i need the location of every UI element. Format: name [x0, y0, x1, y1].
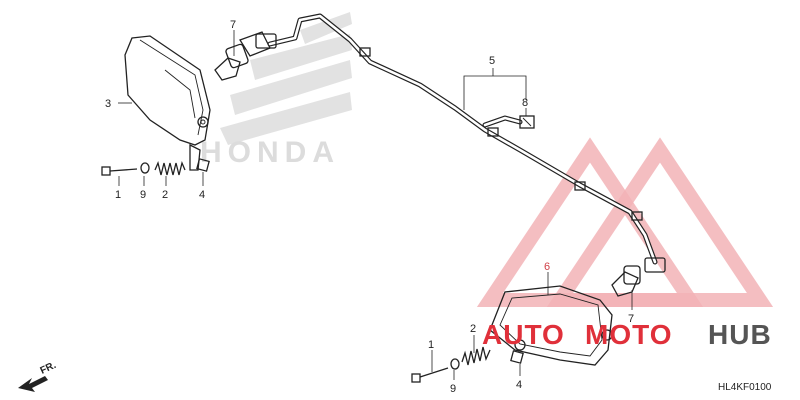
bolt-lower	[411, 367, 449, 383]
wire-clip	[519, 115, 535, 129]
watermark-logo	[476, 137, 774, 307]
nut-upper	[196, 158, 210, 172]
callout-8: 8	[522, 97, 528, 109]
bulb-socket-lower	[611, 265, 641, 297]
washer-upper	[140, 162, 150, 174]
callout-7-lower: 7	[628, 313, 634, 325]
front-indicator: FR.	[39, 360, 58, 377]
leader-lines	[118, 30, 633, 380]
honda-logo-text: HONDA	[200, 136, 340, 169]
callout-9-lower: 9	[450, 383, 456, 395]
callout-4-upper: 4	[199, 189, 205, 201]
watermark-part3: HUB	[708, 319, 772, 350]
callout-7-upper: 7	[230, 19, 236, 31]
callout-1-lower: 1	[428, 339, 434, 351]
diagram-code: HL4KF0100	[718, 382, 772, 393]
spring-lower	[461, 346, 491, 366]
front-arrow-icon	[18, 376, 48, 392]
headlight-lower	[489, 285, 613, 366]
wire-harness	[255, 13, 666, 273]
callout-5: 5	[489, 55, 495, 67]
bolt-upper	[101, 166, 138, 176]
callout-2-upper: 2	[162, 189, 168, 201]
callout-2-lower: 2	[470, 323, 476, 335]
spring-upper	[154, 160, 186, 176]
nut-lower	[510, 350, 524, 364]
watermark-text: AUTO MOTO HUB	[482, 319, 772, 350]
callout-3: 3	[105, 98, 111, 110]
washer-lower	[450, 358, 460, 370]
callout-6: 6	[544, 261, 550, 273]
honda-wing-logo	[220, 12, 352, 145]
watermark-part2: MOTO	[585, 319, 672, 350]
callout-1-upper: 1	[115, 189, 121, 201]
watermark-part1: AUTO	[482, 319, 565, 350]
callout-9-upper: 9	[140, 189, 146, 201]
headlight-upper	[124, 35, 211, 171]
callout-4-lower: 4	[516, 379, 522, 391]
